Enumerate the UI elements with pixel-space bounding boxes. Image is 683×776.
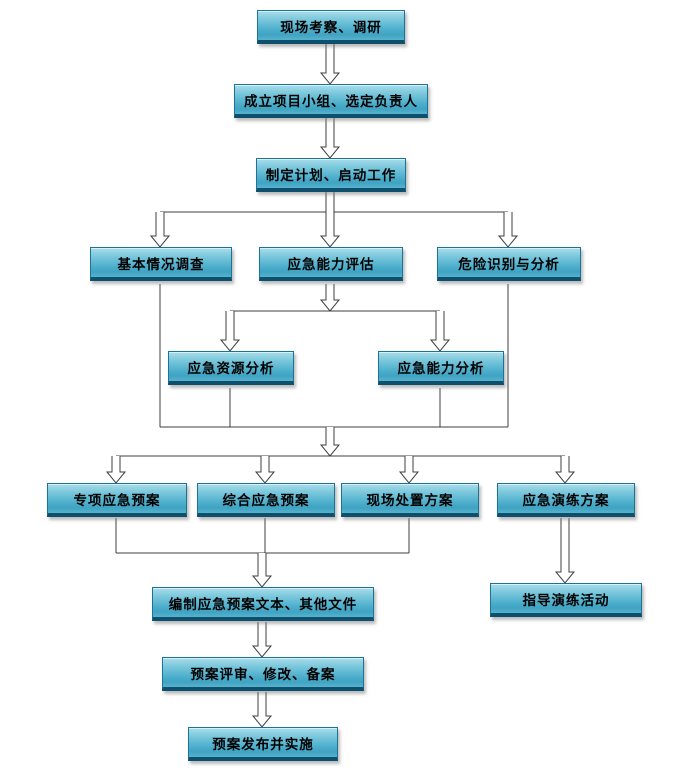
flow-node-emergency-resource-analysis: 应急资源分析 — [168, 351, 294, 385]
flow-arrow-n1-n2 — [319, 44, 341, 85]
flow-arrow-bus1 — [319, 427, 341, 457]
flow-arrow-n14-n15 — [251, 622, 273, 658]
flow-node-basic-situation-survey: 基本情况调查 — [90, 247, 232, 281]
flow-arrow-n5-branch — [319, 284, 341, 312]
flow-node-make-plan-start-work: 制定计划、启动工作 — [256, 158, 406, 192]
flow-arrow-bus1-n10 — [254, 456, 276, 484]
flow-node-onsite-disposal-plan: 现场处置方案 — [341, 483, 479, 517]
flow-node-compile-plan-documents: 编制应急预案文本、其他文件 — [152, 587, 374, 621]
flow-arrow-bus1-n12 — [554, 456, 576, 484]
flow-arrow-bus2-n14 — [251, 553, 273, 588]
flow-arrow-n5-n7 — [219, 311, 241, 352]
flow-node-hazard-identification-analysis: 危险识别与分析 — [437, 247, 581, 281]
flow-node-comprehensive-emergency-plan: 综合应急预案 — [197, 483, 335, 517]
flow-node-emergency-drill-plan: 应急演练方案 — [497, 483, 635, 517]
flow-arrow-n2-n3 — [319, 118, 341, 159]
flow-node-special-emergency-plan: 专项应急预案 — [47, 483, 187, 517]
flow-arrow-bus1-n9 — [105, 456, 127, 484]
flow-node-site-survey: 现场考察、调研 — [257, 10, 405, 44]
flow-arrow-n3-n4 — [149, 212, 171, 248]
flow-arrow-bus1-n11 — [398, 456, 420, 484]
flow-arrow-n5-n8 — [429, 311, 451, 352]
flow-node-plan-release-implement: 预案发布并实施 — [188, 727, 338, 761]
flow-arrow-n3-n6 — [497, 212, 519, 248]
flow-arrow-n3-n5 — [319, 192, 341, 248]
flow-node-guide-drill-activities: 指导演练活动 — [490, 583, 642, 617]
flow-node-form-project-team: 成立项目小组、选定负责人 — [234, 84, 428, 118]
flow-arrow-n12-n13 — [554, 518, 576, 584]
flow-arrow-n15-n16 — [251, 692, 273, 728]
flow-node-emergency-capability-assessment: 应急能力评估 — [259, 247, 403, 281]
flow-node-plan-review-revise-file: 预案评审、修改、备案 — [162, 657, 364, 691]
flow-node-emergency-capability-analysis: 应急能力分析 — [378, 351, 504, 385]
